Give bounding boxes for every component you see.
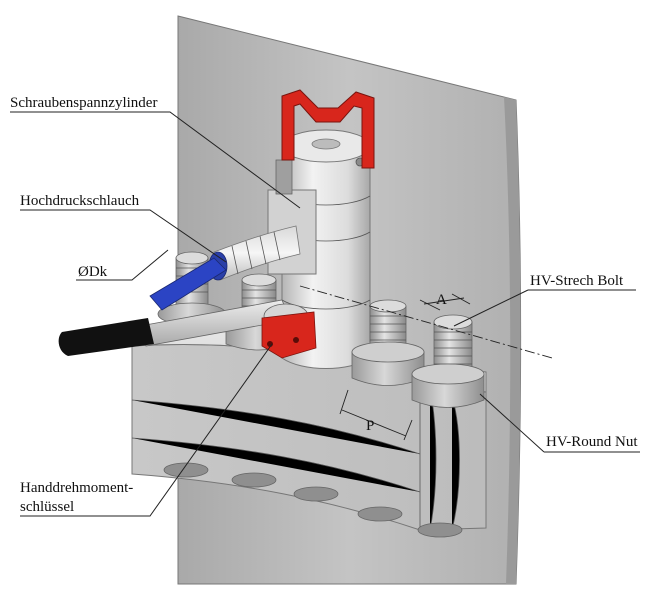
label-diameter: ØDk — [78, 264, 108, 280]
label-bolt: HV-Strech Bolt — [530, 273, 624, 289]
leader-lines — [10, 111, 640, 517]
dimension-marks — [299, 285, 553, 441]
label-dim-a: A — [436, 292, 447, 308]
lifting-handle — [281, 89, 375, 169]
torque-wrench — [58, 299, 317, 359]
blue-rod — [149, 257, 227, 311]
label-hose: Hochdruckschlauch — [20, 193, 140, 209]
label-wrench-line2: schlüssel — [20, 499, 74, 515]
bolt-center — [351, 299, 425, 386]
labels: Schraubenspannzylinder Hochdruckschlauch… — [10, 95, 638, 515]
bolt-right — [411, 314, 485, 408]
label-nut: HV-Round Nut — [546, 434, 638, 450]
label-cylinder: Schraubenspannzylinder — [10, 95, 157, 111]
label-dim-p: P — [366, 418, 374, 434]
label-wrench-line1: Handdrehmoment- — [20, 480, 133, 496]
